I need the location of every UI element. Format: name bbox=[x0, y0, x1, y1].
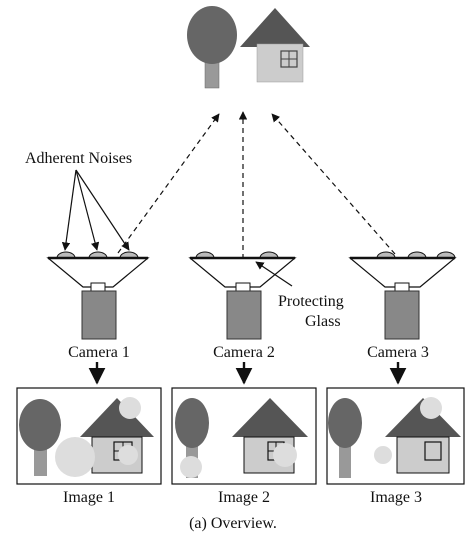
image-3-label: Image 3 bbox=[370, 489, 422, 506]
scene bbox=[187, 6, 310, 89]
camera-3-label: Camera 3 bbox=[367, 344, 429, 361]
scene-house bbox=[240, 8, 310, 83]
camera-1-label: Camera 1 bbox=[68, 344, 130, 361]
adherent-noises-label: Adherent Noises bbox=[25, 150, 132, 167]
image-1-panel bbox=[16, 387, 162, 485]
image-2-panel bbox=[171, 387, 317, 485]
image-2-label: Image 2 bbox=[218, 489, 270, 506]
camera-2 bbox=[188, 251, 297, 340]
image-1-label: Image 1 bbox=[63, 489, 115, 506]
protecting-glass-label-line1: Protecting bbox=[278, 293, 344, 310]
figure-caption: (a) Overview. bbox=[189, 515, 277, 532]
image-3-panel bbox=[326, 387, 465, 485]
camera-1 bbox=[46, 251, 150, 340]
scene-tree bbox=[187, 6, 237, 89]
camera-3 bbox=[348, 251, 457, 340]
adherent-noise-arrows bbox=[61, 169, 130, 251]
camera-2-label: Camera 2 bbox=[213, 344, 275, 361]
protecting-glass-arrow bbox=[255, 261, 293, 287]
camera-to-image-arrows bbox=[88, 362, 407, 385]
protecting-glass-label-line2: Glass bbox=[305, 313, 341, 330]
